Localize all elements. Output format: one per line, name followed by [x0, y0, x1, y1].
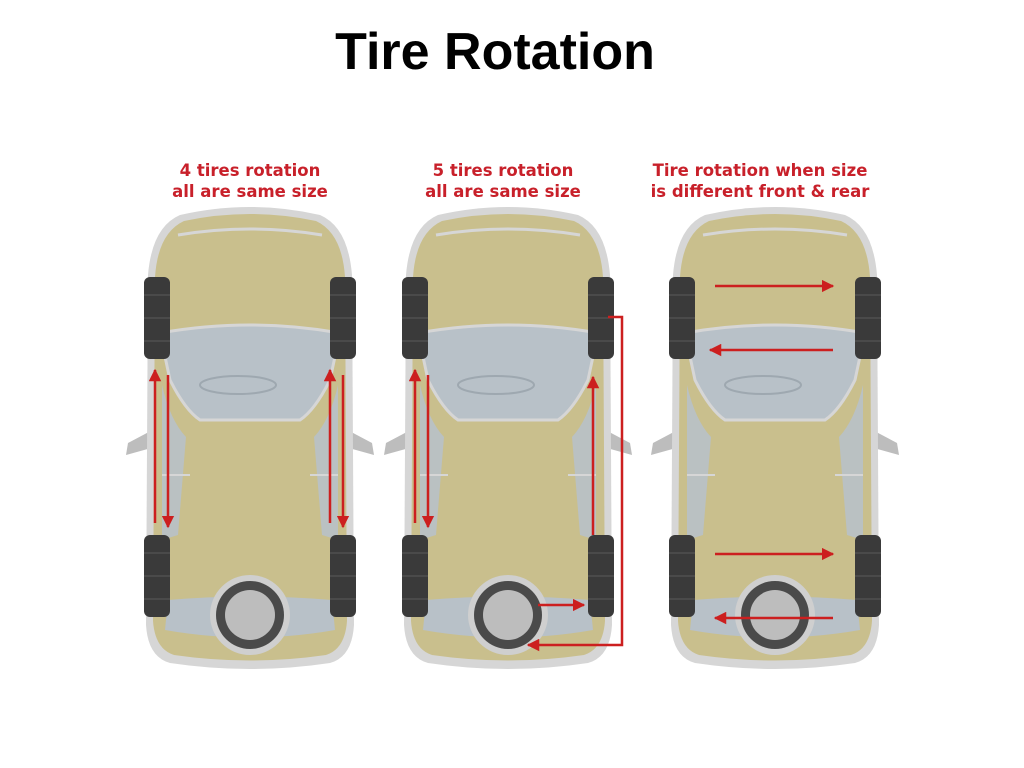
panel-caption: 5 tires rotation all are same size: [398, 160, 608, 202]
caption-line-2: is different front & rear: [650, 182, 870, 201]
panel-caption: 4 tires rotation all are same size: [140, 160, 360, 202]
caption-line-1: 5 tires rotation: [432, 161, 574, 180]
rotation-arrows: [148, 368, 350, 529]
car-top-view: [649, 205, 901, 671]
slide-title: Tire Rotation: [335, 23, 655, 81]
rotation-arrows: [708, 279, 835, 625]
caption-line-1: Tire rotation when size: [652, 161, 868, 180]
caption-line-1: 4 tires rotation: [179, 161, 321, 180]
caption-line-2: all are same size: [172, 182, 328, 201]
car-top-view: [124, 205, 376, 671]
caption-line-2: all are same size: [425, 182, 581, 201]
car-top-view: [382, 205, 634, 671]
arrow-right-front-to-spare: [526, 315, 624, 652]
rotation-arrows: [408, 315, 624, 652]
panel-caption: Tire rotation when size is different fro…: [640, 160, 880, 202]
